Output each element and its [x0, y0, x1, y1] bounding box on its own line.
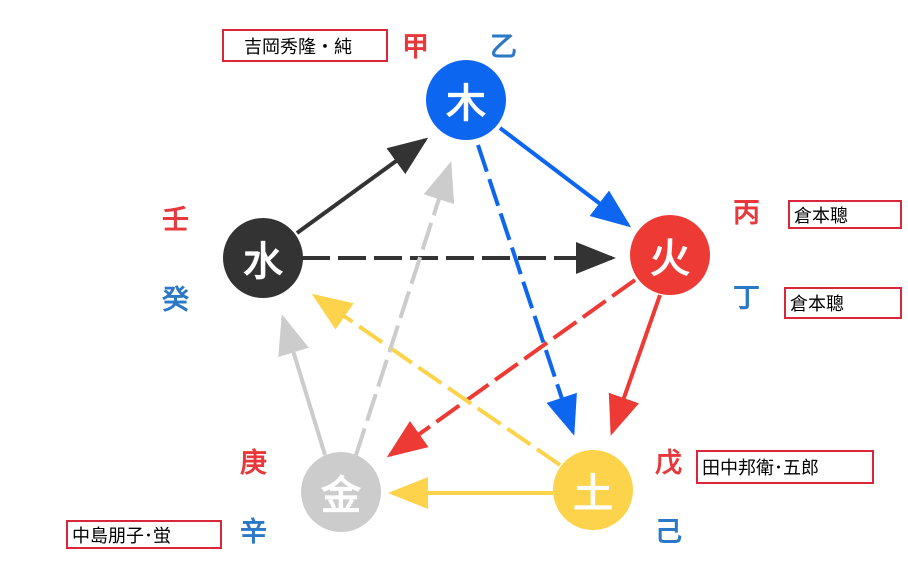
stem-gui: 癸	[162, 285, 189, 316]
arrow-wood-to-fire	[498, 126, 632, 228]
water-node: 水	[223, 218, 303, 298]
arrow-fire-to-earth	[608, 294, 662, 436]
stem-geng: 庚	[240, 448, 267, 479]
stem-xin: 辛	[240, 517, 267, 548]
stem-ren: 壬	[162, 205, 189, 236]
stem-yi: 乙	[490, 32, 517, 63]
metal-node: 金	[301, 452, 381, 532]
name-box-xin: 中島朋子･蛍	[66, 520, 222, 549]
arrow-metal-to-wood	[354, 161, 455, 456]
stem-jia: 甲	[402, 32, 429, 63]
name-box-wu: 田中邦衛･五郎	[696, 450, 874, 484]
wood-node: 木	[426, 60, 506, 140]
stem-ji: 己	[655, 517, 682, 548]
stem-bing: 丙	[733, 198, 760, 229]
name-box-ding: 倉本聰	[784, 287, 902, 319]
arrow-metal-to-water	[278, 314, 327, 456]
arrow-fire-to-metal	[386, 278, 637, 458]
name-box-bing: 倉本聰	[788, 200, 902, 229]
arrow-earth-to-water	[311, 293, 562, 467]
arrow-wood-to-earth	[476, 144, 577, 436]
stem-wu: 戊	[655, 448, 682, 479]
earth-node: 土	[553, 450, 633, 530]
arrow-water-to-wood	[295, 137, 429, 235]
fire-node: 火	[630, 215, 710, 295]
name-box-jia: 吉岡秀隆・純	[222, 29, 388, 62]
stem-ding: 丁	[733, 283, 760, 314]
